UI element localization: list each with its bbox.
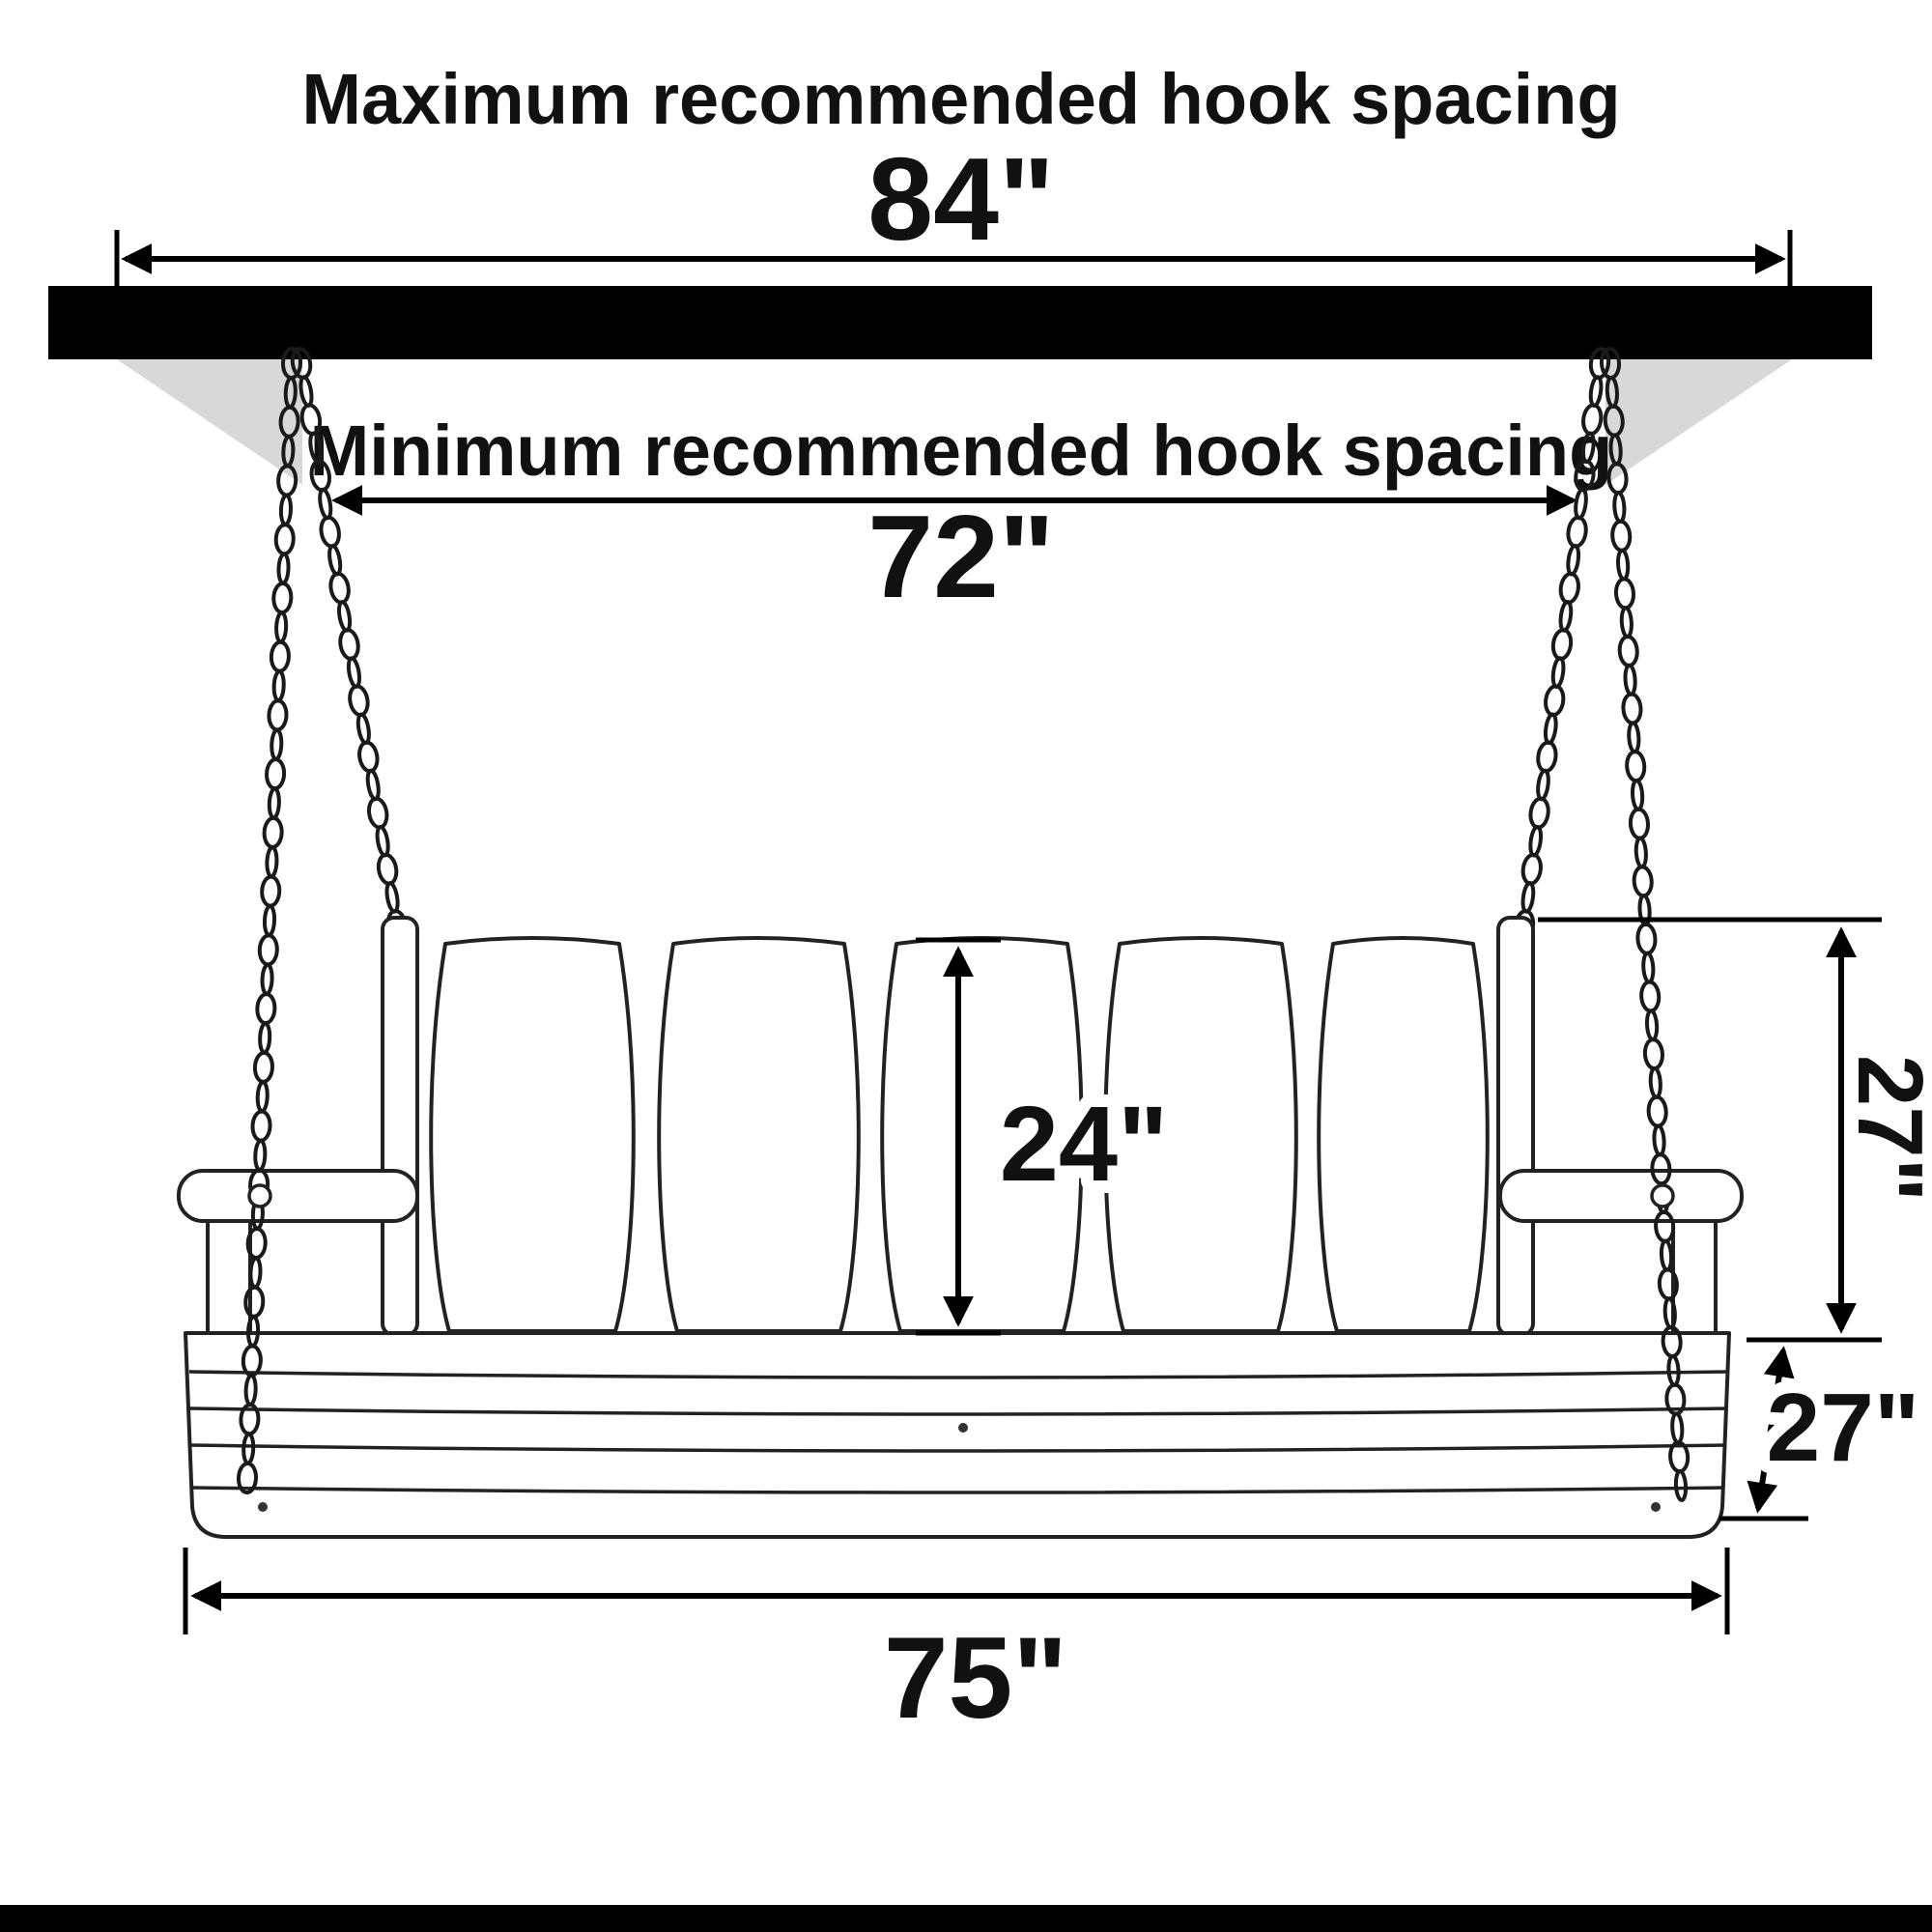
mount-bracket-left: [117, 359, 302, 485]
seat-slat-line: [189, 1406, 1727, 1416]
bottom-border-bar: [0, 1905, 1932, 1932]
dimension-overall-back-height: 27": [1538, 917, 1932, 1343]
armrest-right: [1498, 1169, 1744, 1223]
dimension-overall-width: 75": [183, 1548, 1730, 1743]
mount-bracket-right: [1605, 359, 1792, 485]
dimension-seat-depth: 27": [1719, 1346, 1932, 1521]
seat-rim-line: [192, 1486, 1725, 1494]
back-post-right: [1496, 916, 1535, 1337]
armrest-support-right: [1671, 1217, 1718, 1337]
chain-right-back: [1513, 347, 1611, 942]
seat-slat-line: [188, 1370, 1728, 1379]
dimension-min-spacing: Minimum recommended hook spacing 72": [310, 411, 1613, 622]
max-spacing-value: 84": [867, 133, 1055, 265]
seat-back-height-value: 24": [1000, 1085, 1169, 1204]
seat-depth-value: 27": [1767, 1374, 1920, 1482]
back-slat-2: [657, 936, 861, 1333]
min-spacing-label: Minimum recommended hook spacing: [310, 411, 1613, 491]
back-slat-3: [880, 936, 1084, 1333]
seat-screw: [258, 1502, 268, 1512]
min-spacing-value: 72": [867, 491, 1055, 622]
chain-left-back: [290, 347, 409, 942]
armrest-support-left: [206, 1217, 252, 1337]
back-post-left: [381, 916, 419, 1337]
max-spacing-label: Maximum recommended hook spacing: [301, 59, 1620, 139]
armrest-chain-hole-right: [1650, 1183, 1675, 1208]
seat-screw: [958, 1423, 968, 1433]
seat-slat-line: [190, 1443, 1726, 1453]
seat-depth-arrow: [1747, 1346, 1795, 1514]
seat-base: [184, 1331, 1731, 1539]
chain-left-front: [236, 347, 303, 1494]
chain-right-front: [1599, 347, 1690, 1502]
back-slat-5: [1317, 936, 1490, 1333]
porch-swing: [177, 916, 1744, 1539]
seat-screw: [1651, 1502, 1661, 1512]
armrest-chain-hole-left: [247, 1183, 272, 1208]
armrest-left: [177, 1169, 419, 1223]
back-slat-4: [1103, 936, 1298, 1333]
back-slat-1: [429, 936, 636, 1333]
ceiling-beam: [48, 286, 1872, 359]
dimension-seat-back-height: 24": [916, 937, 1180, 1336]
overall-width-value: 75": [884, 1613, 1067, 1743]
overall-back-height-value: 27": [1838, 1055, 1932, 1202]
dimension-max-spacing: Maximum recommended hook spacing 84": [114, 59, 1793, 286]
